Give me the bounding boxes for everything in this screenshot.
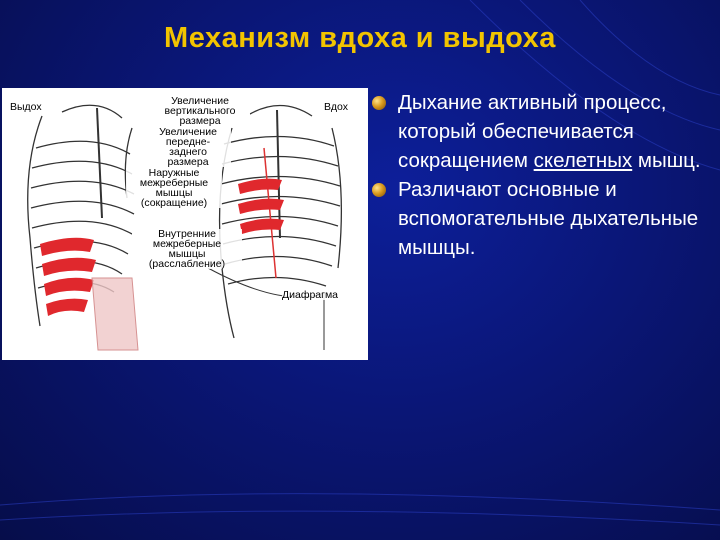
rib-cage-illustration (27, 104, 342, 351)
diaphragm-label: Диафрагма (282, 289, 339, 301)
exhale-back-muscles (91, 277, 139, 351)
slide-title: Механизм вдоха и выдоха (164, 22, 556, 54)
inhale-label: Вдох (324, 101, 348, 113)
bullet-item-2: Различают основные и вспомогательные дых… (372, 175, 702, 262)
internal-intercostal-label: Внутренние межреберные мышцы (расслаблен… (132, 229, 242, 269)
bullet-list: Дыхание активный процесс, который обеспе… (372, 88, 702, 262)
inhale-thorax (218, 104, 342, 339)
exhale-intercostals (40, 237, 96, 316)
breathing-mechanism-figure: Выдох Вдох Увеличение вертикального разм… (2, 88, 368, 360)
bullet-item-1: Дыхание активный процесс, который обеспе… (372, 88, 702, 175)
exhale-label: Выдох (10, 101, 42, 113)
inhale-intercostals (238, 178, 284, 234)
vertical-size-label: Увеличение вертикального размера (150, 96, 250, 126)
ap-size-label: Увеличение передне- заднего размера (145, 127, 231, 167)
bullet-sphere-icon (372, 183, 386, 197)
bullet-sphere-icon (372, 96, 386, 110)
external-intercostal-label: Наружные межреберные мышцы (сокращение) (126, 168, 222, 208)
